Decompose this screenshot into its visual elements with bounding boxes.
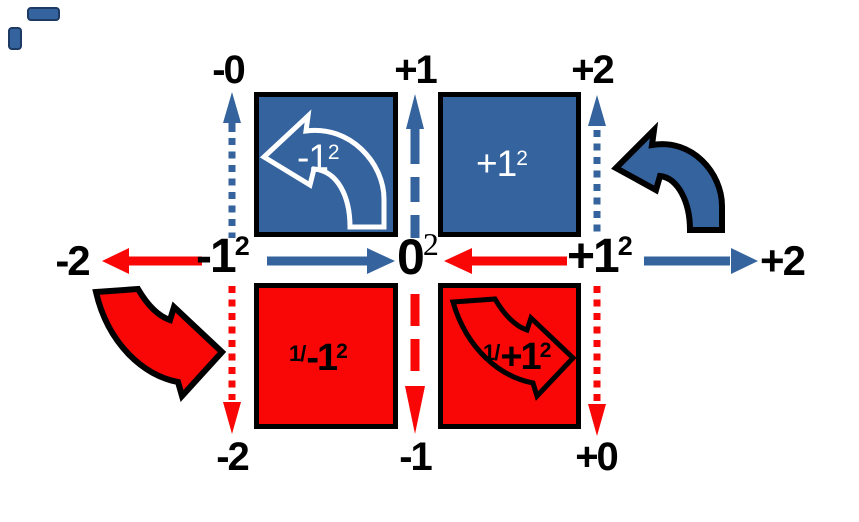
corner-mark-vertical [8,27,22,50]
bottom-label-pos-zero: +0 [575,435,619,479]
bottom-label-neg-two: -2 [216,435,250,479]
square-reciprocal-neg-one-squared: 1/-12 [254,283,398,429]
square-label-reciprocal-pos-one-squared: 1/+12 [483,336,551,378]
top-label-pos-one: +1 [394,48,438,92]
square-pos-one-squared: +12 [438,92,581,237]
curved-block-arrow-blue-icon [611,121,725,233]
top-label-pos-two: +2 [571,48,615,92]
axis-label-neg-two: -2 [55,237,90,284]
axis-label-pos-one-squared: +12 [567,230,633,283]
axis-arrow-right-blue-icon [267,248,395,274]
bottom-label-neg-one: -1 [399,435,433,479]
dotted-arrow-up-left-icon [223,92,241,238]
curved-outline-arrow-black-icon [449,296,577,401]
dotted-arrow-down-right-icon [588,286,606,436]
axis-label-neg-one-squared: -12 [196,230,250,283]
square-reciprocal-pos-one-squared: 1/+12 [438,283,581,429]
axis-label-pos-two: +2 [760,237,806,284]
curved-block-arrow-red-icon [92,285,227,403]
top-label-neg-zero: -0 [212,48,246,92]
dotted-arrow-down-left-icon [223,286,241,434]
axis-arrow-left-red-icon [102,248,202,274]
axis-arrow-left-red2-icon [444,248,567,274]
corner-mark-horizontal [27,7,60,21]
square-label-pos-one-squared: +12 [476,143,528,184]
square-label-reciprocal-neg-one-squared: 1/-12 [289,337,348,379]
axis-arrow-right-blue2-icon [644,248,758,274]
axis-label-zero-squared: 02 [397,226,439,285]
curved-outline-arrow-white-icon [259,109,387,230]
square-label-neg-one-squared: -12 [297,137,340,178]
dashed-arrow-down-center-icon [405,294,425,434]
square-neg-one-squared: -12 [254,92,398,237]
dashed-arrow-up-center-icon [406,94,424,238]
dotted-arrow-up-right-icon [588,95,606,235]
